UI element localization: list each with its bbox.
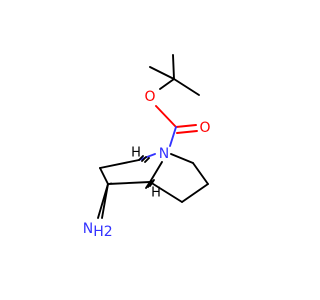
bond-tbutyl-center-methyl-left	[149, 66, 175, 80]
ester-oxygen-label: O	[144, 89, 155, 105]
bond-carbonyl-double-2	[176, 130, 198, 134]
bond-ring-ch2-chain-3	[170, 153, 194, 164]
bond-amine-carbon-to-lower-bridgehead	[107, 181, 151, 185]
stereo-wedge-amine-carbon	[106, 182, 112, 188]
molecular-structure-diagram: O O N N H2 H H	[83, 54, 211, 240]
bond-o-to-carbonyl-carbon	[155, 105, 177, 128]
bond-amine-carbon-to-n-upper	[101, 183, 109, 219]
bond-tbutyl-center-methyl-right	[173, 78, 200, 96]
stereo-hash-lower-3	[149, 179, 155, 187]
stereo-hash-lower-2	[147, 180, 153, 188]
bond-tbutyl-center-to-o	[159, 78, 175, 90]
bond-n-to-upper-bridgehead	[138, 153, 156, 161]
stereo-hash-upper-1	[138, 155, 144, 161]
stereo-hash-upper-2	[141, 156, 147, 162]
stereo-hash-lower-1	[145, 181, 151, 189]
bond-tbutyl-center-methyl-top	[172, 54, 175, 80]
amine-hydrogen-label: H2	[93, 224, 112, 240]
lower-bridgehead-hydrogen-label: H	[151, 186, 161, 201]
bond-ring-ch2-chain-2	[192, 162, 209, 185]
bridge-nitrogen-label: N	[159, 146, 169, 162]
stereo-hash-upper-3	[144, 157, 150, 163]
amine-nitrogen-label: N	[83, 221, 93, 237]
bond-upper-bridgehead-to-left-ch2	[99, 159, 140, 169]
carbonyl-oxygen-label: O	[199, 120, 210, 136]
bond-carbonyl-to-bridge-nitrogen	[169, 126, 177, 147]
bond-left-ch2-to-amine-carbon	[99, 167, 109, 185]
upper-bridgehead-hydrogen-label: H	[131, 146, 141, 161]
bond-lower-bridgehead-to-ring-ch2	[149, 181, 183, 203]
bond-carbonyl-double-1	[175, 124, 197, 128]
bond-lower-bridgehead-to-n	[149, 161, 163, 183]
bond-ring-ch2-chain-1	[181, 183, 209, 203]
